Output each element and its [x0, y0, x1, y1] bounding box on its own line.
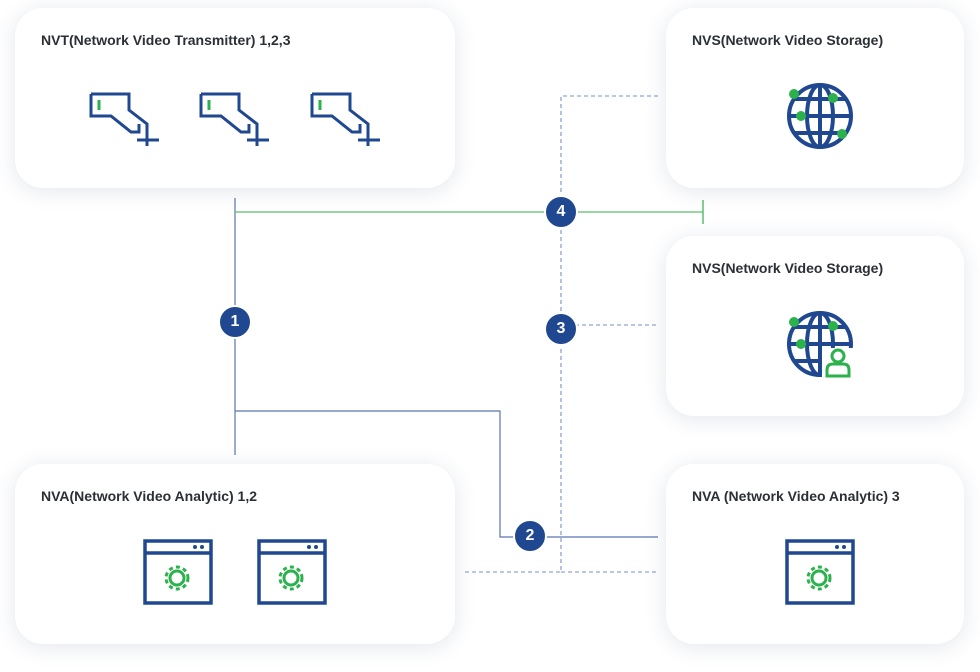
connection-badge-2: 2: [513, 519, 547, 553]
connector-2: [235, 410, 658, 538]
nvs-card-2: NVS(Network Video Storage): [666, 236, 964, 416]
nvs-card-1: NVS(Network Video Storage): [666, 8, 964, 188]
nva-card-3-title: NVA (Network Video Analytic) 3: [692, 488, 900, 504]
connection-badge-4: 4: [544, 195, 578, 229]
camera-icon: [199, 92, 269, 146]
analytic-window-icon: [143, 539, 213, 605]
nvt-card-title: NVT(Network Video Transmitter) 1,2,3: [41, 32, 291, 48]
globe-network-icon: [787, 83, 853, 149]
nvs-card-2-title: NVS(Network Video Storage): [692, 260, 884, 276]
camera-icon: [89, 92, 159, 146]
connection-badge-1: 1: [218, 305, 252, 339]
camera-icon: [310, 92, 380, 146]
analytic-window-icon: [785, 539, 855, 605]
globe-user-icon: [787, 311, 856, 378]
nvs-card-1-title: NVS(Network Video Storage): [692, 32, 884, 48]
nva-card-3: NVA (Network Video Analytic) 3: [666, 464, 964, 644]
nva-card-12: NVA(Network Video Analytic) 1,2: [15, 464, 455, 644]
analytic-window-icon: [257, 539, 327, 605]
connection-badge-3: 3: [544, 312, 578, 346]
nvt-card: NVT(Network Video Transmitter) 1,2,3: [15, 8, 455, 188]
nva-card-12-title: NVA(Network Video Analytic) 1,2: [41, 488, 258, 504]
